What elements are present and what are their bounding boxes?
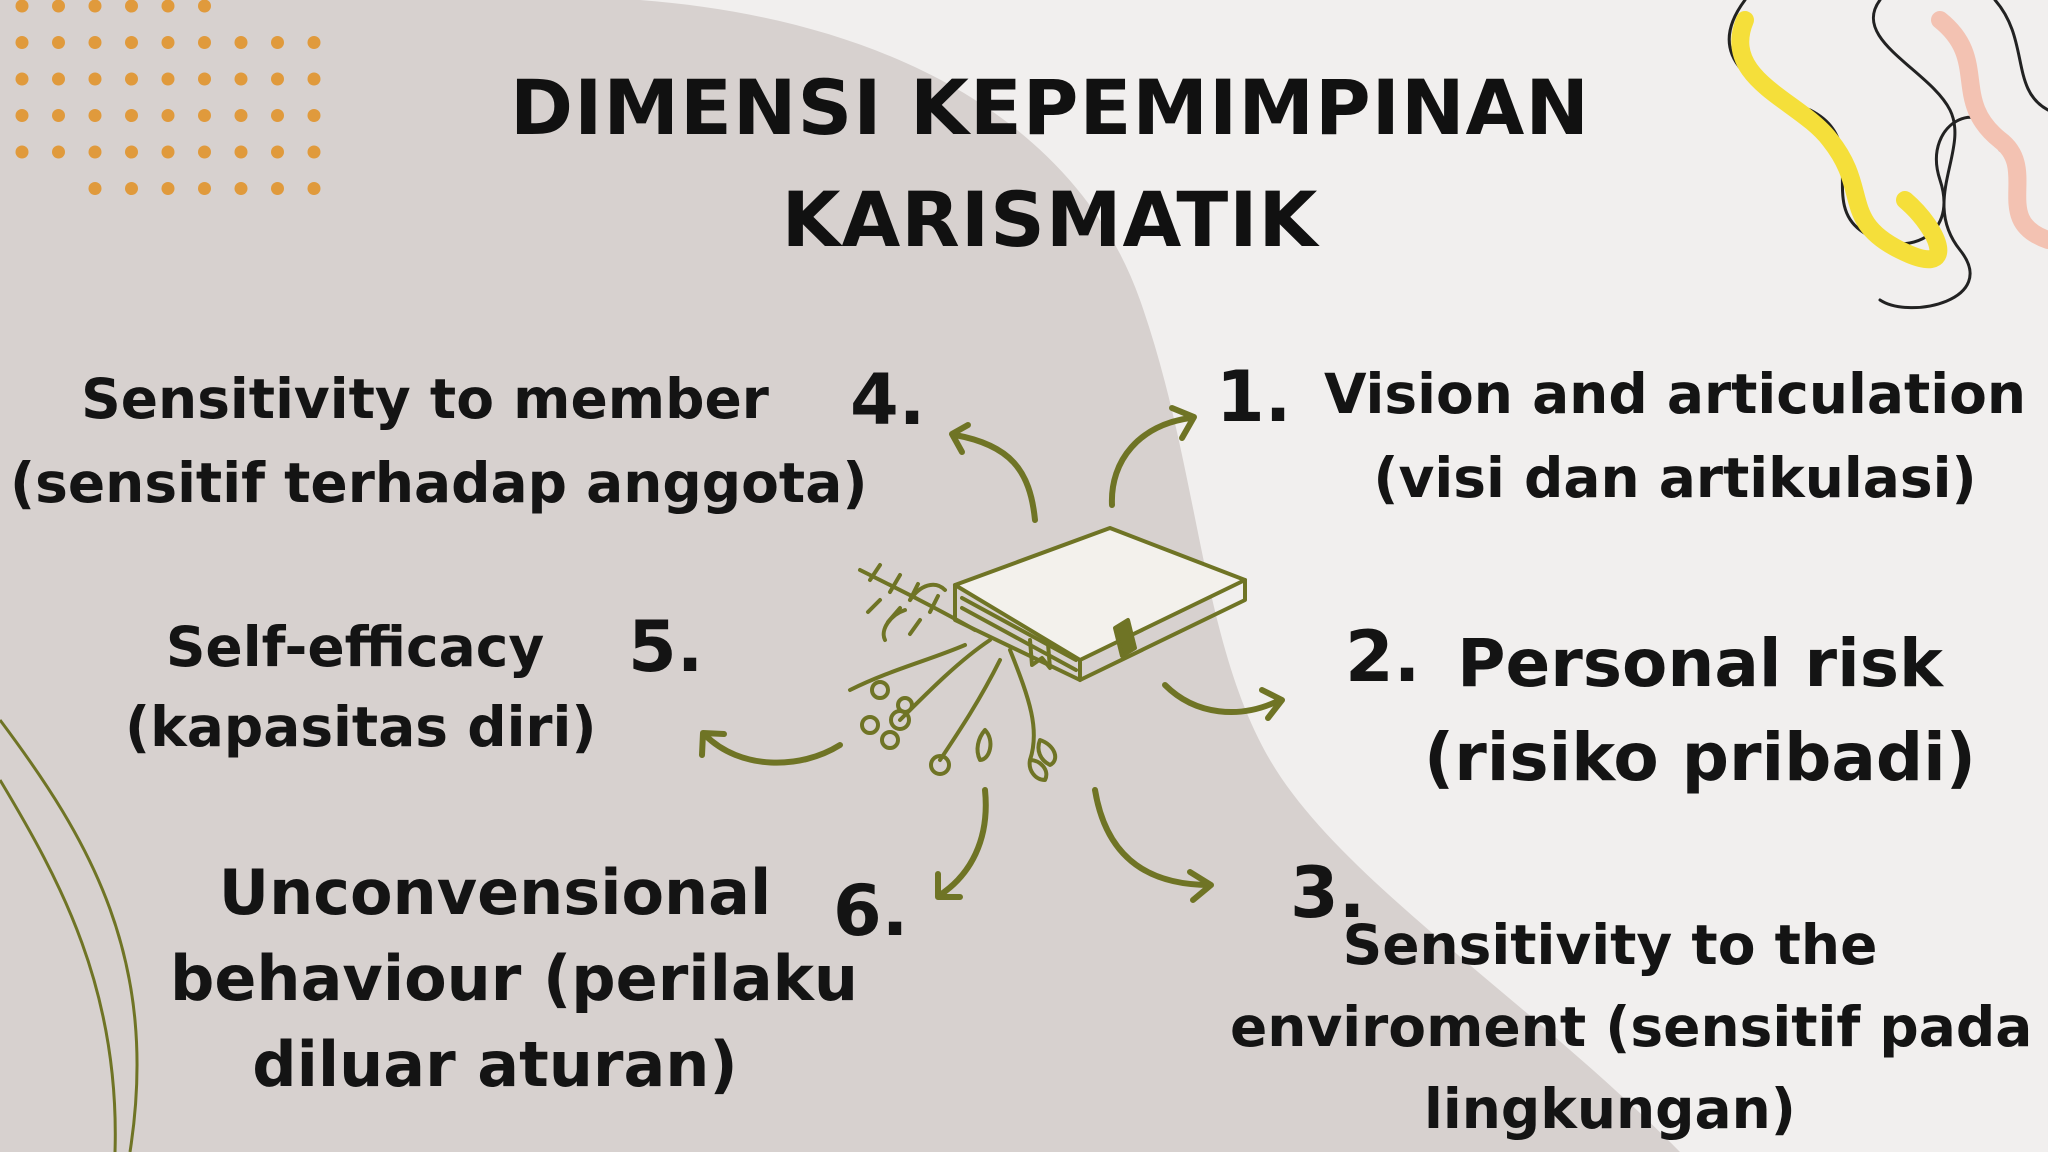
dot	[125, 182, 138, 195]
dot	[88, 0, 102, 13]
dot	[15, 145, 29, 159]
dot	[125, 72, 138, 86]
item-5-text: Self-efficacy (kapasitas diri)	[125, 607, 597, 767]
dot	[88, 145, 102, 159]
dot	[307, 109, 321, 122]
dot	[15, 109, 29, 122]
item-6-line-1: Unconvensional	[218, 856, 772, 929]
dot	[198, 145, 211, 159]
dot	[271, 109, 284, 122]
book-with-flowers-icon	[848, 526, 1247, 782]
dot	[271, 182, 284, 195]
dot	[52, 0, 65, 13]
item-6-line-2: behaviour (perilaku	[170, 942, 859, 1015]
item-3-number: 3.	[1290, 852, 1366, 934]
page-title: DIMENSI KEPEMIMPINAN KARISMATIK	[0, 52, 2048, 276]
item-6-number: 6.	[833, 870, 909, 952]
dot-grid-decoration	[15, 0, 321, 195]
dot	[52, 72, 65, 86]
dot	[234, 36, 248, 49]
item-6-text: Unconvensional behaviour (perilaku dilua…	[170, 850, 859, 1108]
background-blob	[0, 0, 1680, 1152]
line-curve-decoration	[0, 719, 139, 1152]
dot	[88, 109, 102, 122]
dot	[125, 0, 138, 13]
dot	[88, 36, 102, 49]
dot	[234, 182, 248, 195]
item-5-line-2: (kapasitas diri)	[125, 695, 597, 759]
squiggle-decoration	[1727, 0, 2048, 310]
dot	[15, 36, 29, 49]
title-line-1: DIMENSI KEPEMIMPINAN	[510, 63, 1590, 152]
item-1-line-2: (visi dan artikulasi)	[1373, 446, 1977, 510]
dot	[234, 72, 248, 86]
dot	[161, 109, 175, 122]
item-4-number: 4.	[850, 359, 926, 441]
item-4-text: Sensitivity to member (sensitif terhadap…	[10, 357, 868, 525]
dot	[307, 72, 321, 86]
curved-arrow-icon	[699, 405, 1285, 903]
dot	[125, 145, 138, 159]
item-3-line-2: enviroment (sensitif pada	[1230, 995, 2033, 1059]
dot	[52, 36, 65, 49]
item-5-line-1: Self-efficacy	[165, 615, 545, 679]
dot	[125, 36, 138, 49]
dot	[198, 182, 211, 195]
dot	[271, 72, 284, 86]
item-3-text: Sensitivity to the enviroment (sensitif …	[1230, 904, 2033, 1150]
dot	[198, 36, 211, 49]
dot	[15, 72, 29, 86]
dot	[52, 145, 65, 159]
dot	[307, 36, 321, 49]
dot	[161, 72, 175, 86]
dot	[88, 72, 102, 86]
item-5-number: 5.	[628, 606, 704, 688]
dot	[161, 36, 175, 49]
dot	[161, 145, 175, 159]
item-4-line-1: Sensitivity to member	[81, 367, 769, 431]
dot	[88, 182, 102, 195]
item-3-line-3: lingkungan)	[1424, 1077, 1796, 1141]
dot	[234, 145, 248, 159]
dot	[161, 0, 175, 13]
item-1-number: 1.	[1216, 356, 1292, 438]
title-line-2: KARISMATIK	[781, 175, 1319, 264]
dot	[307, 182, 321, 195]
item-6-line-3: diluar aturan)	[252, 1028, 738, 1101]
dot	[307, 145, 321, 159]
dot	[161, 182, 175, 195]
dot	[271, 36, 284, 49]
item-2-line-1: Personal risk	[1457, 625, 1943, 702]
dot	[52, 109, 65, 122]
item-2-number: 2.	[1345, 616, 1421, 698]
dot	[271, 145, 284, 159]
item-3-line-1: Sensitivity to the	[1342, 913, 1878, 977]
item-4-line-2: (sensitif terhadap anggota)	[10, 451, 868, 515]
item-2-line-2: (risiko pribadi)	[1424, 719, 1976, 796]
item-1-line-1: Vision and articulation	[1323, 362, 2027, 426]
dot	[15, 0, 29, 13]
dot	[198, 72, 211, 86]
item-1-text: Vision and articulation (visi dan artiku…	[1310, 352, 2040, 520]
dot	[234, 109, 248, 122]
dot	[198, 109, 211, 122]
item-2-text: Personal risk (risiko pribadi)	[1420, 617, 1980, 805]
dot	[125, 109, 138, 122]
dot	[198, 0, 211, 13]
